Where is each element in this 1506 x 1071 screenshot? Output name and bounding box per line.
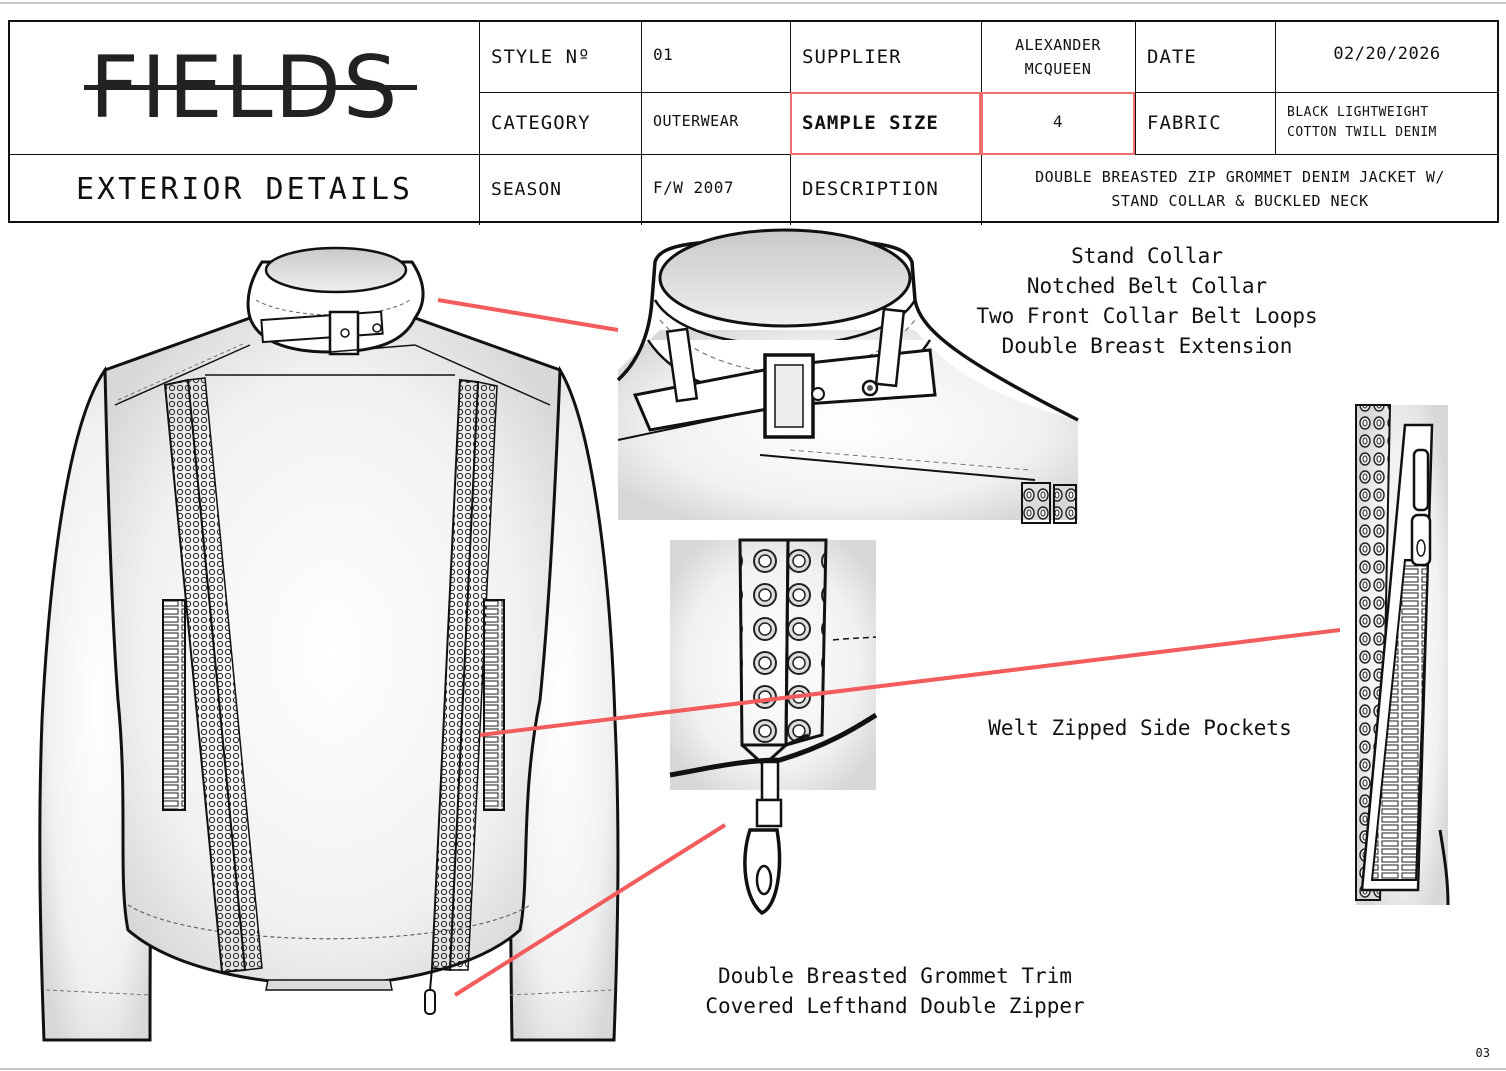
supplier-label: SUPPLIER <box>802 46 902 68</box>
brand-logo: FIELDS <box>10 22 479 154</box>
season-value: F/W 2007 <box>653 177 735 197</box>
spec-table: FIELDS EXTERIOR DETAILS STYLE Nº 01 SUPP… <box>8 20 1499 225</box>
sample-size-highlight <box>981 92 1135 155</box>
callout-leaders <box>437 298 1341 997</box>
section-title: EXTERIOR DETAILS <box>10 154 479 224</box>
zipper-detail-sketch <box>669 538 878 916</box>
date-value: 02/20/2026 <box>1333 44 1441 64</box>
grid-line <box>1275 22 1276 154</box>
description-label: DESCRIPTION <box>802 178 939 200</box>
collar-leader-line <box>437 298 619 332</box>
sample-size-highlight <box>790 92 981 155</box>
grid-line <box>641 22 642 225</box>
pocket-zip-detail-sketch <box>1355 404 1450 906</box>
grid-line <box>10 154 1499 155</box>
page-number: 03 <box>1475 1046 1490 1060</box>
description-value: DOUBLE BREASTED ZIP GROMMET DENIM JACKET… <box>981 154 1499 224</box>
supplier-value: ALEXANDER MCQUEEN <box>981 22 1135 92</box>
supplier-value-line: ALEXANDER <box>1015 36 1101 54</box>
section-title-text: EXTERIOR DETAILS <box>76 171 413 207</box>
pocket-leader-line <box>479 628 1341 737</box>
fabric-label: FABRIC <box>1147 112 1222 134</box>
grid-line <box>479 22 480 225</box>
fabric-value-line: BLACK LIGHTWEIGHT <box>1287 105 1429 120</box>
sample-size-label: SAMPLE SIZE <box>802 112 939 134</box>
style-value: 01 <box>653 44 674 64</box>
description-line: DOUBLE BREASTED ZIP GROMMET DENIM JACKET… <box>1035 168 1445 186</box>
jacket-flat-sketch <box>38 246 620 1042</box>
trim-callout: Double Breasted Grommet Trim Covered Lef… <box>705 964 1085 1018</box>
season-label: SEASON <box>491 178 563 200</box>
trim-leader-line <box>453 823 727 997</box>
fabric-value-line: COTTON TWILL DENIM <box>1287 125 1437 140</box>
sample-size-value: 4 <box>1052 111 1064 131</box>
collar-callout: Stand Collar Notched Belt Collar Two Fro… <box>976 244 1318 358</box>
date-label: DATE <box>1147 46 1197 68</box>
category-label: CATEGORY <box>491 112 591 134</box>
description-line: STAND COLLAR & BUCKLED NECK <box>1111 192 1369 210</box>
pocket-callout: Welt Zipped Side Pockets <box>988 716 1292 740</box>
style-label: STYLE Nº <box>491 46 591 68</box>
fabric-value: BLACK LIGHTWEIGHT COTTON TWILL DENIM <box>1275 92 1499 154</box>
grid-line <box>1135 22 1136 154</box>
bottom-rule <box>0 1068 1506 1070</box>
category-value: OUTERWEAR <box>653 112 739 130</box>
supplier-value-line: MCQUEEN <box>1024 60 1092 78</box>
collar-detail-sketch <box>616 228 1079 524</box>
top-rule <box>0 2 1506 4</box>
brand-wordmark: FIELDS <box>83 38 418 138</box>
